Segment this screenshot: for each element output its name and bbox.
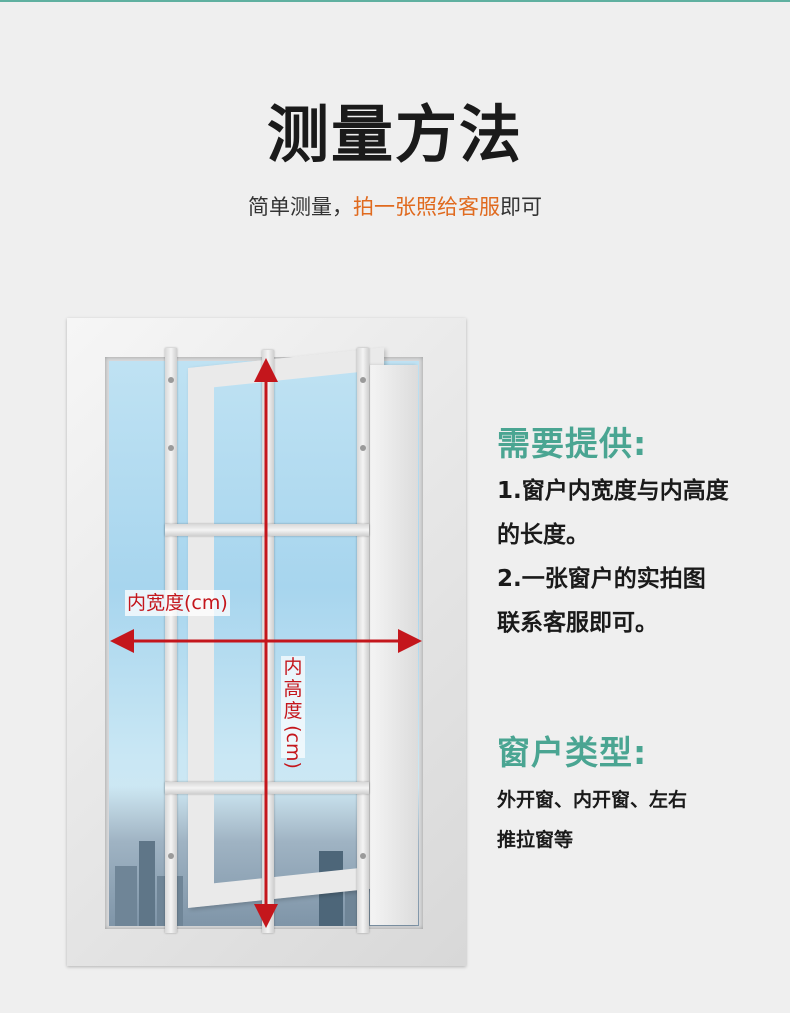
height-label-char: 高 <box>283 678 303 700</box>
screw <box>168 445 174 451</box>
screw <box>360 853 366 859</box>
requirements-line: 的长度。 <box>497 522 589 548</box>
building <box>319 851 343 926</box>
subtitle-prefix: 简单测量， <box>248 195 353 219</box>
page-subtitle: 简单测量，拍一张照给客服即可 <box>0 192 790 222</box>
subtitle-highlight: 拍一张照给客服 <box>353 195 500 219</box>
width-arrow-head-left <box>110 629 134 653</box>
requirements-line: 联系客服即可。 <box>497 610 658 636</box>
width-arrow-head-right <box>398 629 422 653</box>
building <box>139 841 155 926</box>
height-label-char: 内 <box>283 656 303 678</box>
height-arrow-head-top <box>254 358 278 382</box>
inner-height-label: 内 高 度 (cm) <box>281 656 305 769</box>
subtitle-suffix: 即可 <box>500 195 542 219</box>
height-label-char: 度 <box>283 700 303 722</box>
screw <box>360 377 366 383</box>
height-arrow-head-bottom <box>254 904 278 928</box>
inner-width-label: 内宽度(cm) <box>125 590 230 616</box>
top-divider <box>0 0 790 2</box>
requirements-line: 2.一张窗户的实拍图 <box>497 566 706 592</box>
screw <box>168 853 174 859</box>
screw <box>360 445 366 451</box>
window-types-line: 推拉窗等 <box>497 829 574 851</box>
building <box>115 866 137 926</box>
window-types-title: 窗户类型: <box>497 733 648 772</box>
window-types-line: 外开窗、内开窗、左右 <box>497 789 688 811</box>
requirements-title: 需要提供: <box>497 424 648 463</box>
requirements-line: 1.窗户内宽度与内高度 <box>497 478 729 504</box>
page-title: 测量方法 <box>266 98 523 171</box>
screw <box>168 377 174 383</box>
height-label-unit: (cm) <box>282 725 304 769</box>
